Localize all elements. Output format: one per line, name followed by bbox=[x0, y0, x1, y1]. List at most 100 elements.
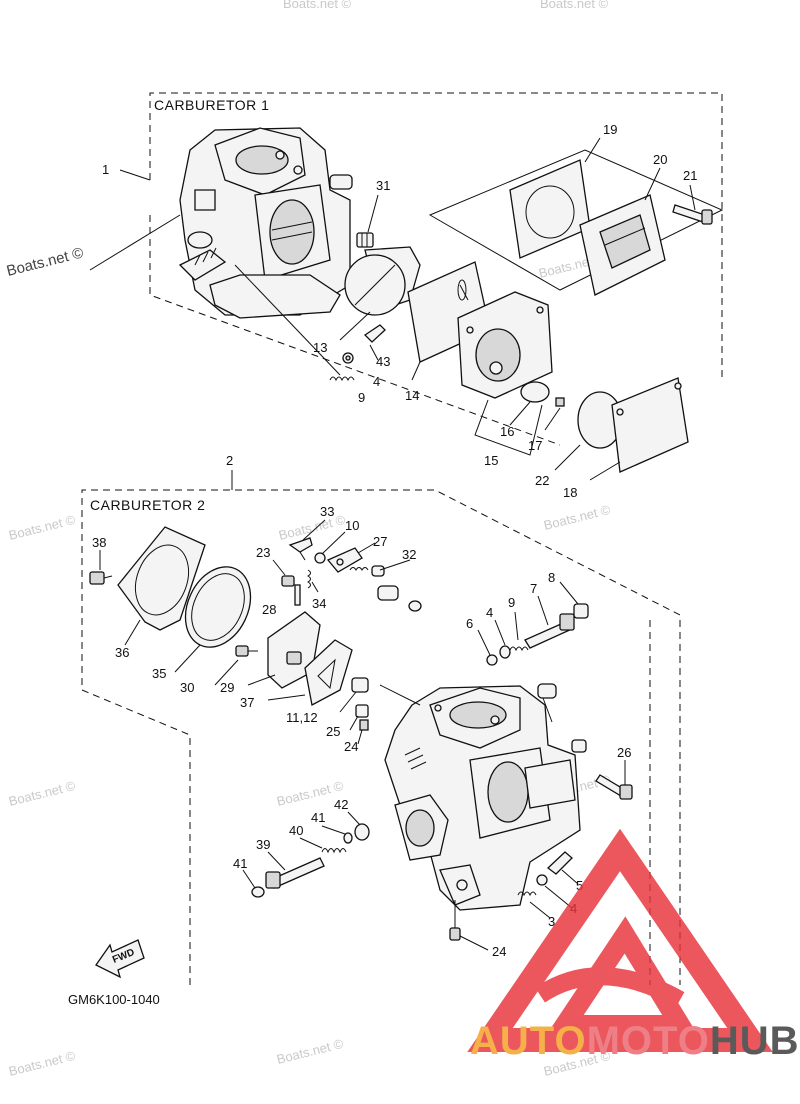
leader-line bbox=[367, 194, 379, 233]
part-11-12-jet[interactable] bbox=[351, 677, 369, 693]
part-32-pilot-screw-set[interactable] bbox=[349, 565, 422, 612]
callout-label: 9 bbox=[508, 595, 515, 610]
carb1-dashed-outline bbox=[149, 215, 561, 446]
carburetor-1-body[interactable] bbox=[178, 127, 353, 319]
part-27-bracket[interactable] bbox=[326, 547, 363, 573]
part-36-diaphragm-cover[interactable] bbox=[117, 526, 206, 631]
part-28-pin[interactable] bbox=[294, 584, 301, 606]
carburetor-2-title: CARBURETOR 2 bbox=[90, 497, 205, 513]
callout-label: 16 bbox=[500, 424, 514, 439]
part-16-disc[interactable] bbox=[520, 381, 550, 403]
callout-label: 19 bbox=[603, 122, 617, 137]
part-26-bolt[interactable] bbox=[595, 774, 633, 800]
part-35-diaphragm[interactable] bbox=[173, 556, 263, 657]
part-8-plug[interactable] bbox=[573, 603, 589, 619]
callout-label: 6 bbox=[466, 616, 473, 631]
part-4-washer-c[interactable] bbox=[536, 874, 548, 886]
carburetor-2-body[interactable] bbox=[384, 683, 587, 911]
leader-line bbox=[584, 137, 601, 163]
part-41-washer-b[interactable] bbox=[251, 886, 265, 898]
callout-label: 9 bbox=[358, 390, 365, 405]
leader-line bbox=[357, 729, 363, 745]
leader-line bbox=[689, 184, 696, 211]
part-6-oring[interactable] bbox=[486, 654, 498, 666]
leader-line bbox=[214, 659, 239, 686]
part-3-spring[interactable] bbox=[517, 891, 537, 897]
part-23-screw[interactable] bbox=[281, 575, 295, 587]
leader-line bbox=[299, 837, 323, 849]
callout-label: 8 bbox=[548, 570, 555, 585]
watermark-text: Boats.net © bbox=[540, 0, 609, 11]
part-34-spring[interactable] bbox=[307, 569, 311, 589]
part-17-bolt[interactable] bbox=[555, 397, 565, 407]
callout-label: 30 bbox=[180, 680, 194, 695]
part-38-screw[interactable] bbox=[89, 571, 113, 585]
callout-label: 29 bbox=[220, 680, 234, 695]
leader-line bbox=[544, 407, 561, 431]
callout-label: 41 bbox=[233, 856, 247, 871]
carburetor-2-group: CARBURETOR 2 bbox=[81, 470, 681, 985]
leader-line bbox=[349, 715, 359, 731]
carb2-dashed-outline bbox=[81, 489, 681, 985]
part-24-jet-b[interactable] bbox=[449, 900, 461, 941]
leader-line bbox=[357, 542, 376, 554]
callout-label: 20 bbox=[653, 152, 667, 167]
leader-line bbox=[89, 214, 181, 271]
part-18-plate[interactable] bbox=[611, 377, 689, 473]
part-31-screw[interactable] bbox=[356, 232, 374, 248]
part-19-gasket[interactable] bbox=[509, 159, 591, 259]
part-41-washer[interactable] bbox=[343, 832, 353, 844]
part-33-clip[interactable] bbox=[288, 537, 313, 561]
leader-line bbox=[559, 581, 579, 605]
part-10-washer[interactable] bbox=[314, 552, 326, 564]
part-30-screw[interactable] bbox=[235, 645, 258, 657]
part-40-spring[interactable] bbox=[321, 848, 347, 854]
part-7-needle[interactable] bbox=[524, 613, 575, 649]
forward-direction-arrow: FWD bbox=[95, 939, 145, 979]
part-4-washer[interactable] bbox=[342, 352, 354, 364]
callout-label: 24 bbox=[492, 944, 506, 959]
leader-line bbox=[124, 619, 141, 646]
watermark-text: Boats.net © bbox=[277, 512, 347, 543]
callout-label: 35 bbox=[152, 666, 166, 681]
watermark-text: Boats.net © bbox=[7, 1048, 77, 1079]
part-25-jet[interactable] bbox=[355, 704, 369, 718]
carburetor-1-title: CARBURETOR 1 bbox=[154, 97, 269, 113]
leader-line bbox=[339, 311, 371, 341]
callout-label: 38 bbox=[92, 535, 106, 550]
part-5-fitting[interactable] bbox=[546, 851, 573, 875]
part-20-cover[interactable] bbox=[579, 194, 666, 296]
leader-line bbox=[544, 885, 573, 909]
leader-line bbox=[554, 444, 581, 471]
callout-label: 7 bbox=[530, 581, 537, 596]
part-37-gasket[interactable] bbox=[304, 639, 353, 706]
part-4-washer-b[interactable] bbox=[499, 645, 511, 659]
callout-label: 31 bbox=[376, 178, 390, 193]
part-15-pump-body[interactable] bbox=[457, 291, 553, 399]
leader-line bbox=[537, 595, 549, 626]
callout-labels: 1 19 20 21 31 13 43 4 9 14 16 17 15 22 1… bbox=[92, 122, 697, 959]
callout-label: 3 bbox=[548, 914, 555, 929]
callout-label: 39 bbox=[256, 837, 270, 852]
part-9-spring-b[interactable] bbox=[509, 646, 529, 652]
callout-label: 40 bbox=[289, 823, 303, 838]
automotohub-logo: AUTOMOTOHUB bbox=[467, 828, 800, 1063]
leader-line bbox=[589, 461, 621, 481]
part-43-fitting[interactable] bbox=[363, 324, 386, 361]
part-39-throttle-screw[interactable] bbox=[265, 857, 325, 889]
callout-label: 21 bbox=[683, 168, 697, 183]
part-21-bolt[interactable] bbox=[672, 204, 713, 225]
part-9-spring[interactable] bbox=[329, 376, 355, 382]
leader-line bbox=[247, 674, 276, 686]
leader-line bbox=[272, 559, 286, 576]
callout-label: 37 bbox=[240, 695, 254, 710]
part-13-screen[interactable] bbox=[344, 246, 421, 316]
pump-cover-subframe bbox=[428, 149, 724, 291]
callout-label: 1 bbox=[102, 162, 109, 177]
part-24-jet[interactable] bbox=[359, 719, 369, 731]
leader-line bbox=[379, 684, 421, 706]
callout-label: 17 bbox=[528, 438, 542, 453]
logo-word-hub: HUB bbox=[710, 1019, 800, 1063]
part-42-oring[interactable] bbox=[354, 823, 370, 841]
